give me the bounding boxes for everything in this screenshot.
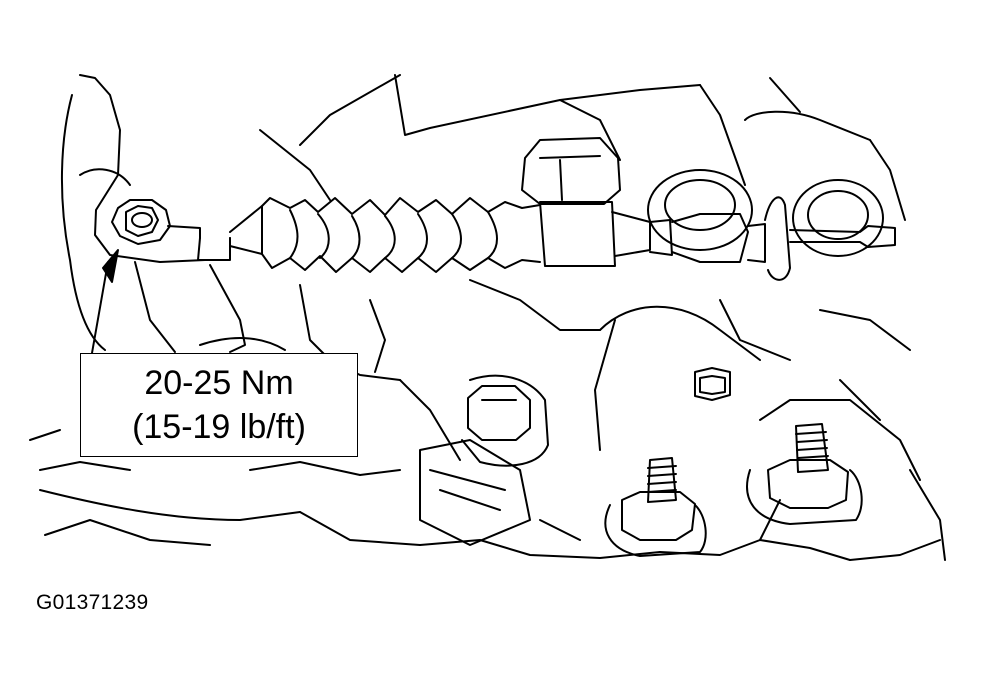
leader-arrow — [91, 249, 119, 354]
hex-bolt-upper — [521, 137, 621, 205]
threaded-stud-right — [746, 423, 863, 525]
torque-metric: 20-25 Nm — [144, 364, 294, 402]
mounting-nut — [111, 199, 171, 245]
square-stud — [694, 367, 731, 401]
electrical-connector — [419, 439, 531, 546]
shift-cable — [167, 196, 896, 281]
housing-outlines — [29, 74, 946, 561]
torque-imperial: (15-19 lb/ft) — [132, 408, 306, 446]
figure-id: G01371239 — [36, 591, 149, 614]
hex-bolt-center — [461, 374, 549, 467]
torque-spec-callout: 20-25 Nm (15-19 lb/ft) — [80, 353, 358, 457]
cable-bracket — [647, 169, 884, 257]
threaded-stud-left — [604, 457, 707, 557]
